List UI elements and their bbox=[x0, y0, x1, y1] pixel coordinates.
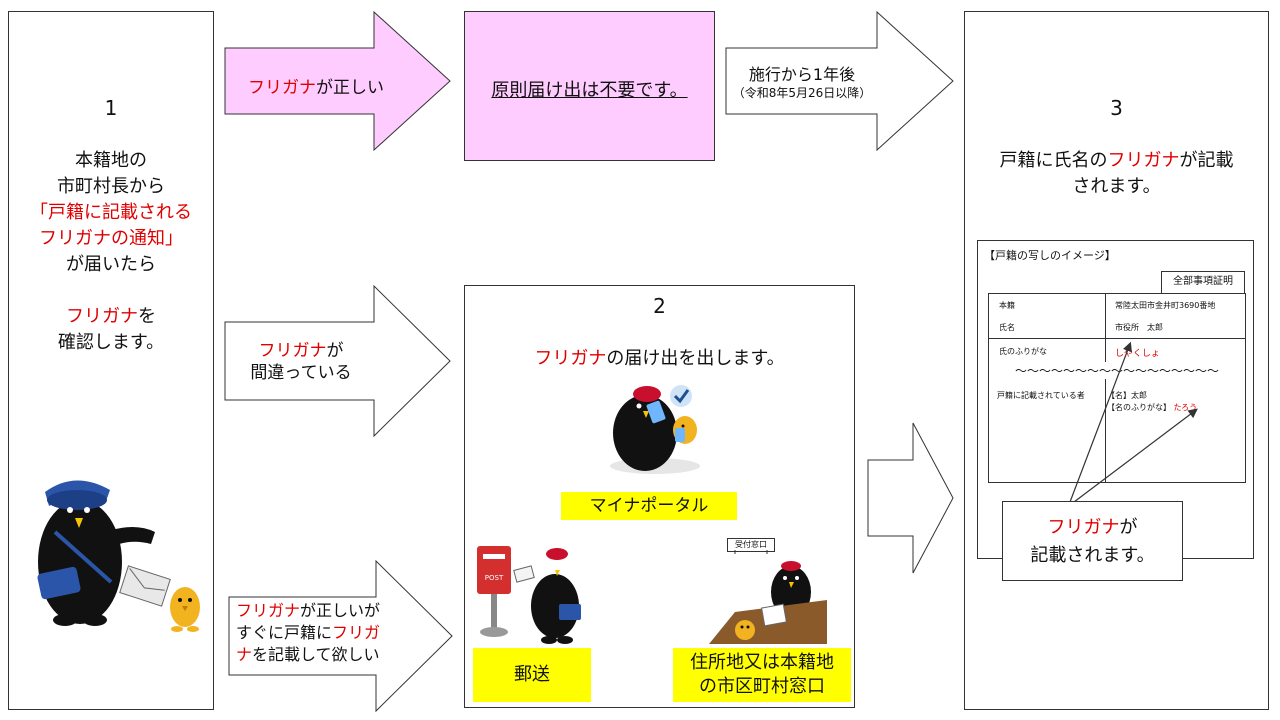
koseki-mei-furigana-value: たろう bbox=[1173, 403, 1198, 412]
arrow-wrong-line2: 間違っている bbox=[250, 363, 352, 383]
post-mail-illustration: POST bbox=[477, 546, 581, 644]
arrow-want-now bbox=[228, 560, 453, 713]
koseki-uji-label: 氏のふりがな bbox=[999, 347, 1047, 356]
callout-line2: 記載されます。 bbox=[1030, 545, 1155, 566]
koseki-wave: 〜〜〜〜〜〜〜〜〜〜〜〜〜〜〜〜〜 bbox=[989, 362, 1245, 379]
arrow-want-label: フリガナが正しいが すぐに戸籍にフリガ ナを記載して欲しい bbox=[236, 600, 380, 666]
arrow-want-line2: すぐに戸籍にフリガ bbox=[236, 622, 380, 644]
koseki-image-title: 【戸籍の写しのイメージ】 bbox=[984, 249, 1116, 262]
step3-line1-a: 戸籍に氏名の bbox=[999, 150, 1108, 171]
step3-line1-red: フリガナ bbox=[1107, 150, 1180, 171]
arrow-want-l2-a: すぐに戸籍に bbox=[236, 623, 333, 642]
step1-confirm-line1: フリガナを bbox=[9, 304, 213, 330]
step2-box: 2 フリガナの届け出を出します。 マイナポータル POST 郵送 bbox=[464, 285, 855, 708]
step1-confirm-red: フリガナ bbox=[66, 306, 138, 327]
arrow-want-l2-red: フリガ bbox=[332, 623, 381, 642]
koseki-honseki-label: 本籍 bbox=[999, 301, 1015, 310]
step2-title-red: フリガナ bbox=[534, 348, 607, 369]
step3-line2: されます。 bbox=[1072, 176, 1161, 197]
step1-confirm-line2: 確認します。 bbox=[57, 332, 165, 353]
arrow-want-l1-rest: が正しいが bbox=[300, 601, 381, 620]
arrow-wrong-line1: フリガナが bbox=[226, 340, 376, 362]
arrow-wrong bbox=[224, 285, 451, 438]
arrow-want-l3-rest: を記載して欲しい bbox=[252, 645, 380, 664]
mail-carrier-illustration bbox=[37, 480, 200, 632]
step3-line1-b: が記載 bbox=[1179, 150, 1234, 171]
koseki-uji-value: しやくしょ bbox=[1115, 349, 1160, 359]
koseki-col-divider bbox=[1105, 294, 1106, 482]
koseki-row-divider bbox=[989, 338, 1245, 339]
arrow-want-line3: ナを記載して欲しい bbox=[236, 644, 380, 666]
counter-line2: の市区町村窓口 bbox=[699, 676, 825, 697]
arrow-to-step3 bbox=[867, 422, 954, 574]
step2-title-rest: の届け出を出します。 bbox=[606, 348, 785, 369]
step1-number: 1 bbox=[104, 96, 118, 120]
mynaportal-label: マイナポータル bbox=[561, 492, 737, 520]
arrow-correct-red: フリガナ bbox=[248, 78, 316, 98]
koseki-name-value: 市役所 太郎 bbox=[1115, 323, 1163, 332]
furigana-callout: フリガナが 記載されます。 bbox=[1002, 501, 1183, 581]
arrow-after-line1: 施行から1年後 bbox=[748, 65, 856, 84]
arrow-correct-rest: が正しい bbox=[316, 78, 384, 98]
step3-text: 戸籍に氏名のフリガナが記載 されます。 bbox=[965, 148, 1268, 200]
step3-line1: 戸籍に氏名のフリガナが記載 bbox=[965, 148, 1268, 174]
koseki-kisai-label: 戸籍に記載されている者 bbox=[997, 391, 1085, 400]
counter-label: 住所地又は本籍地 の市区町村窓口 bbox=[673, 648, 851, 702]
step1-text: 本籍地の 市町村長から 「戸籍に記載される フリガナの通知」 が届いたら フリガ… bbox=[9, 148, 213, 356]
counter-line1: 住所地又は本籍地 bbox=[690, 652, 834, 673]
step1-confirm-rest: を bbox=[138, 306, 156, 327]
step2-title: フリガナの届け出を出します。 bbox=[465, 344, 854, 370]
step1-line1: 本籍地の bbox=[75, 150, 147, 171]
koseki-honseki-value: 常陸太田市金井町3690番地 bbox=[1115, 301, 1216, 310]
koseki-table: 本籍 常陸太田市金井町3690番地 氏名 市役所 太郎 氏のふりがな しやくしょ… bbox=[988, 293, 1246, 483]
arrow-wrong-label: フリガナが 間違っている bbox=[226, 340, 376, 384]
step1-line5: が届いたら bbox=[66, 254, 156, 275]
post-label: POST bbox=[485, 574, 504, 582]
arrow-after-year bbox=[725, 11, 954, 151]
koseki-mei-furigana: 【名のふりがな】 たろう bbox=[1107, 402, 1197, 413]
mail-label: 郵送 bbox=[473, 648, 591, 702]
arrow-wrong-red: フリガナ bbox=[258, 341, 327, 361]
arrow-want-l1-red: フリガナ bbox=[236, 601, 301, 620]
callout-pointer-arrows bbox=[1069, 341, 1198, 503]
arrow-correct bbox=[224, 11, 451, 151]
callout-rest: が bbox=[1119, 517, 1138, 538]
callout-line1: フリガナが bbox=[1003, 514, 1182, 542]
koseki-name-label: 氏名 bbox=[999, 323, 1015, 332]
arrow-after-year-label: 施行から1年後 （令和8年5月26日以降） bbox=[726, 65, 878, 101]
koseki-cert-label: 全部事項証明 bbox=[1161, 271, 1245, 293]
callout-red: フリガナ bbox=[1047, 517, 1120, 538]
arrow-after-line2: （令和8年5月26日以降） bbox=[732, 86, 872, 100]
koseki-mei-furigana-label: 【名のふりがな】 bbox=[1107, 403, 1171, 412]
step1-line4: フリガナの通知」 bbox=[39, 228, 183, 249]
arrow-want-l3-red: ナ bbox=[236, 645, 253, 664]
counter-sign: 受付窓口 bbox=[727, 538, 775, 552]
no-notice-box: 原則届け出は不要です。 bbox=[464, 11, 715, 161]
no-notice-text: 原則届け出は不要です。 bbox=[491, 80, 688, 101]
step3-number: 3 bbox=[1110, 96, 1123, 120]
arrow-wrong-rest: が bbox=[326, 341, 344, 361]
step1-line2: 市町村長から bbox=[57, 176, 165, 197]
step2-number: 2 bbox=[653, 294, 666, 318]
arrow-correct-label: フリガナが正しい bbox=[248, 77, 384, 99]
arrow-want-line1: フリガナが正しいが bbox=[236, 600, 380, 622]
step1-box: 1 本籍地の 市町村長から 「戸籍に記載される フリガナの通知」 が届いたら フ… bbox=[8, 11, 214, 710]
step1-line3: 「戸籍に記載される bbox=[30, 202, 192, 223]
penguin-smartphone-illustration bbox=[610, 385, 700, 474]
counter-illustration bbox=[709, 550, 827, 644]
koseki-mei-value: 【名】太郎 bbox=[1107, 391, 1147, 400]
